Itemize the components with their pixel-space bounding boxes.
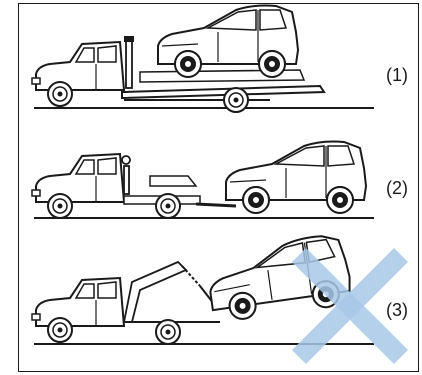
panel-1-label: (1)	[386, 65, 408, 86]
panel-2-label: (2)	[386, 178, 408, 199]
panel-1-flatbed	[32, 6, 374, 113]
panel-2-wheel-lift	[32, 142, 374, 219]
panel-3-label: (3)	[386, 300, 408, 321]
